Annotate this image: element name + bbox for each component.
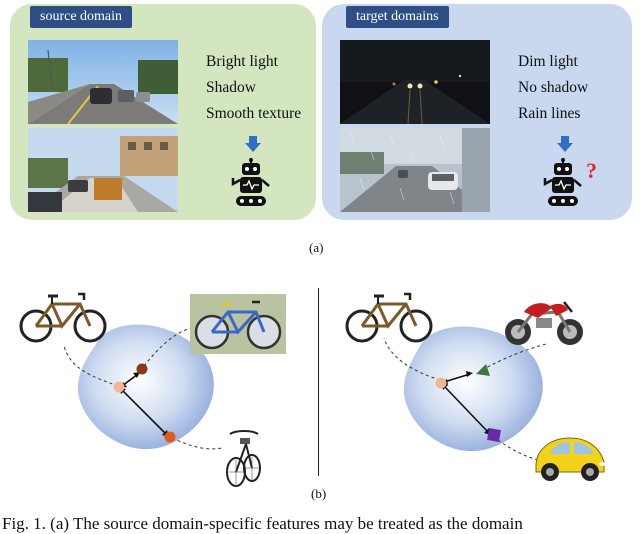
source-domain-label: source domain xyxy=(30,6,133,28)
caption-b: (b) xyxy=(311,486,327,501)
source-feature-1: Bright light xyxy=(206,53,278,70)
question-mark: ? xyxy=(586,158,597,183)
bicycle-photo xyxy=(190,294,286,354)
target-domains-label: target domains xyxy=(346,6,449,28)
target-feature-1: Dim light xyxy=(518,53,578,70)
target-feature-2: No shadow xyxy=(518,79,589,96)
feature-space-diagram-right xyxy=(324,276,640,486)
feature-space-diagram-left xyxy=(0,276,316,486)
target-feature-3: Rain lines xyxy=(518,105,581,122)
panel-divider xyxy=(318,288,319,476)
target-rain-photo xyxy=(340,128,490,212)
bicycle-icon xyxy=(18,288,108,344)
bicycle-sketch-icon xyxy=(222,424,266,488)
robot-icon xyxy=(228,158,274,208)
bicycle-icon xyxy=(344,288,434,344)
down-arrow-icon xyxy=(245,136,261,152)
source-road-photo-2 xyxy=(28,128,178,212)
car-icon xyxy=(530,428,610,486)
down-arrow-icon xyxy=(557,136,573,152)
figure-caption: Fig. 1. (a) The source domain-specific f… xyxy=(2,514,523,533)
source-feature-3: Smooth texture xyxy=(206,105,302,122)
robot-icon xyxy=(540,158,586,208)
caption-a: (a) xyxy=(309,240,324,255)
source-road-photo-1 xyxy=(28,40,178,124)
target-night-photo xyxy=(340,40,490,124)
source-feature-2: Shadow xyxy=(206,79,256,96)
motorcycle-icon xyxy=(502,292,586,348)
